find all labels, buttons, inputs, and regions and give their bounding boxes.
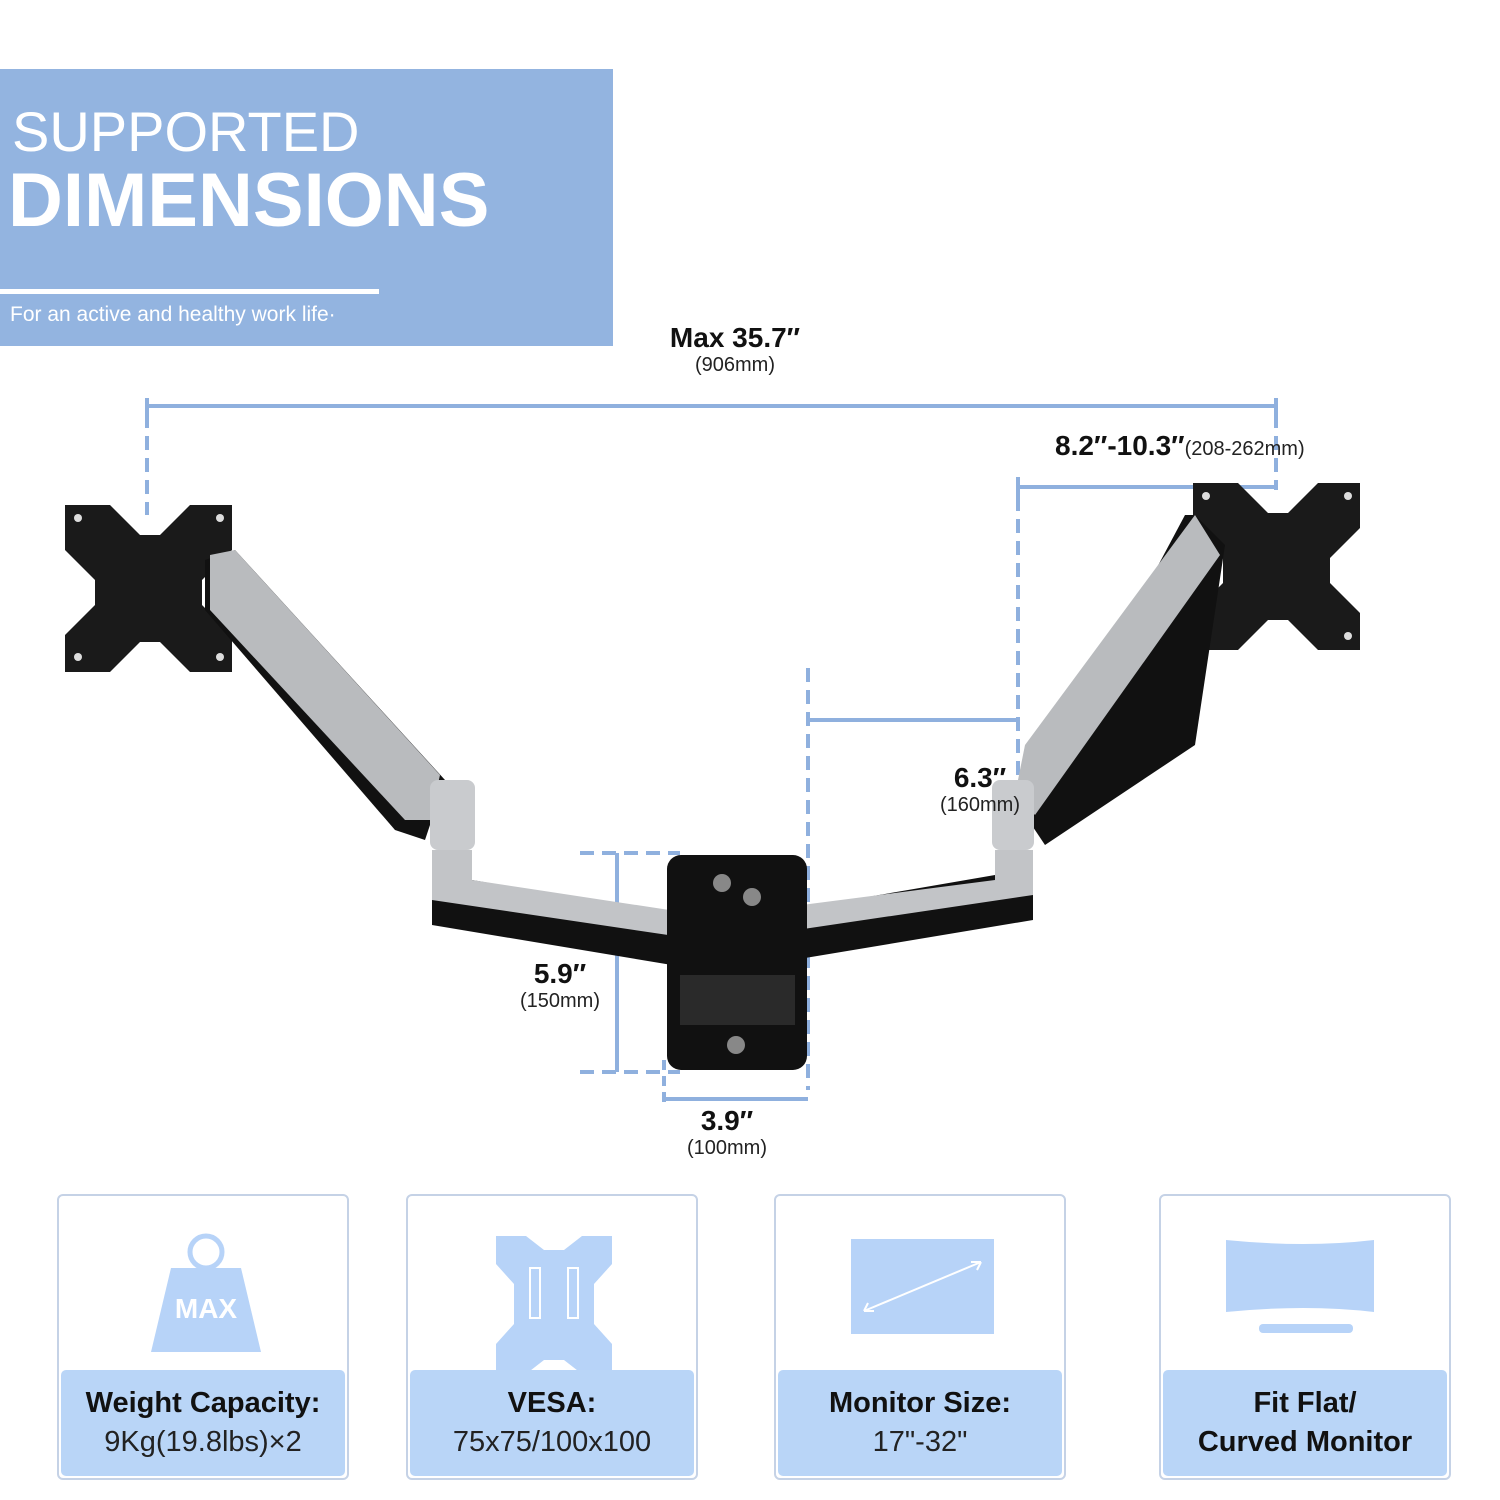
title-line-2: DIMENSIONS xyxy=(8,158,490,243)
wall-mount-plate xyxy=(667,855,807,1070)
max-span-label: Max 35.7″ (906mm) xyxy=(669,322,801,376)
plate-height-label: 5.9″ (150mm) xyxy=(519,958,600,1012)
vesa-plate-icon xyxy=(496,1236,612,1374)
right-gas-spring-arm xyxy=(1015,515,1225,845)
feature-label: VESA: xyxy=(507,1387,597,1419)
dimension-lines xyxy=(145,398,1278,1108)
weight-icon-text: MAX xyxy=(175,1293,238,1324)
feature-card-weight: MAX Weight Capacity: 9Kg(19.8lbs)×2 xyxy=(57,1194,349,1480)
feature-value: Curved Monitor xyxy=(1197,1426,1413,1458)
arm-offset-label: 8.2″-10.3″(208-262mm) xyxy=(1055,430,1305,461)
feature-label: Monitor Size: xyxy=(828,1387,1012,1419)
header-subtitle: For an active and healthy work life· xyxy=(10,303,336,326)
weight-icon: MAX xyxy=(151,1233,261,1352)
plate-width-label: 3.9″ (100mm) xyxy=(686,1105,767,1159)
feature-card-vesa: VESA: 75x75/100x100 xyxy=(406,1194,698,1480)
feature-value: 9Kg(19.8lbs)×2 xyxy=(104,1426,302,1458)
left-gas-spring-arm xyxy=(205,550,445,840)
curved-monitor-icon xyxy=(1226,1240,1374,1333)
lower-arms xyxy=(430,780,1034,970)
feature-card-monitor-size: Monitor Size: 17"-32" xyxy=(774,1194,1066,1480)
feature-label: Fit Flat/ xyxy=(1253,1387,1357,1419)
feature-card-curved-monitor: Fit Flat/ Curved Monitor xyxy=(1159,1194,1451,1480)
feature-label: Weight Capacity: xyxy=(85,1387,321,1419)
header-banner: SUPPORTED DIMENSIONS For an active and h… xyxy=(0,69,613,346)
left-vesa-plate xyxy=(65,505,232,672)
header-divider xyxy=(0,289,379,294)
title-line-1: SUPPORTED xyxy=(12,100,360,163)
arm-height-label: 6.3″ (160mm) xyxy=(939,762,1020,816)
monitor-arm-diagram xyxy=(65,398,1360,1108)
monitor-size-icon xyxy=(851,1239,994,1334)
feature-value: 75x75/100x100 xyxy=(452,1426,652,1458)
feature-value: 17"-32" xyxy=(872,1426,968,1458)
